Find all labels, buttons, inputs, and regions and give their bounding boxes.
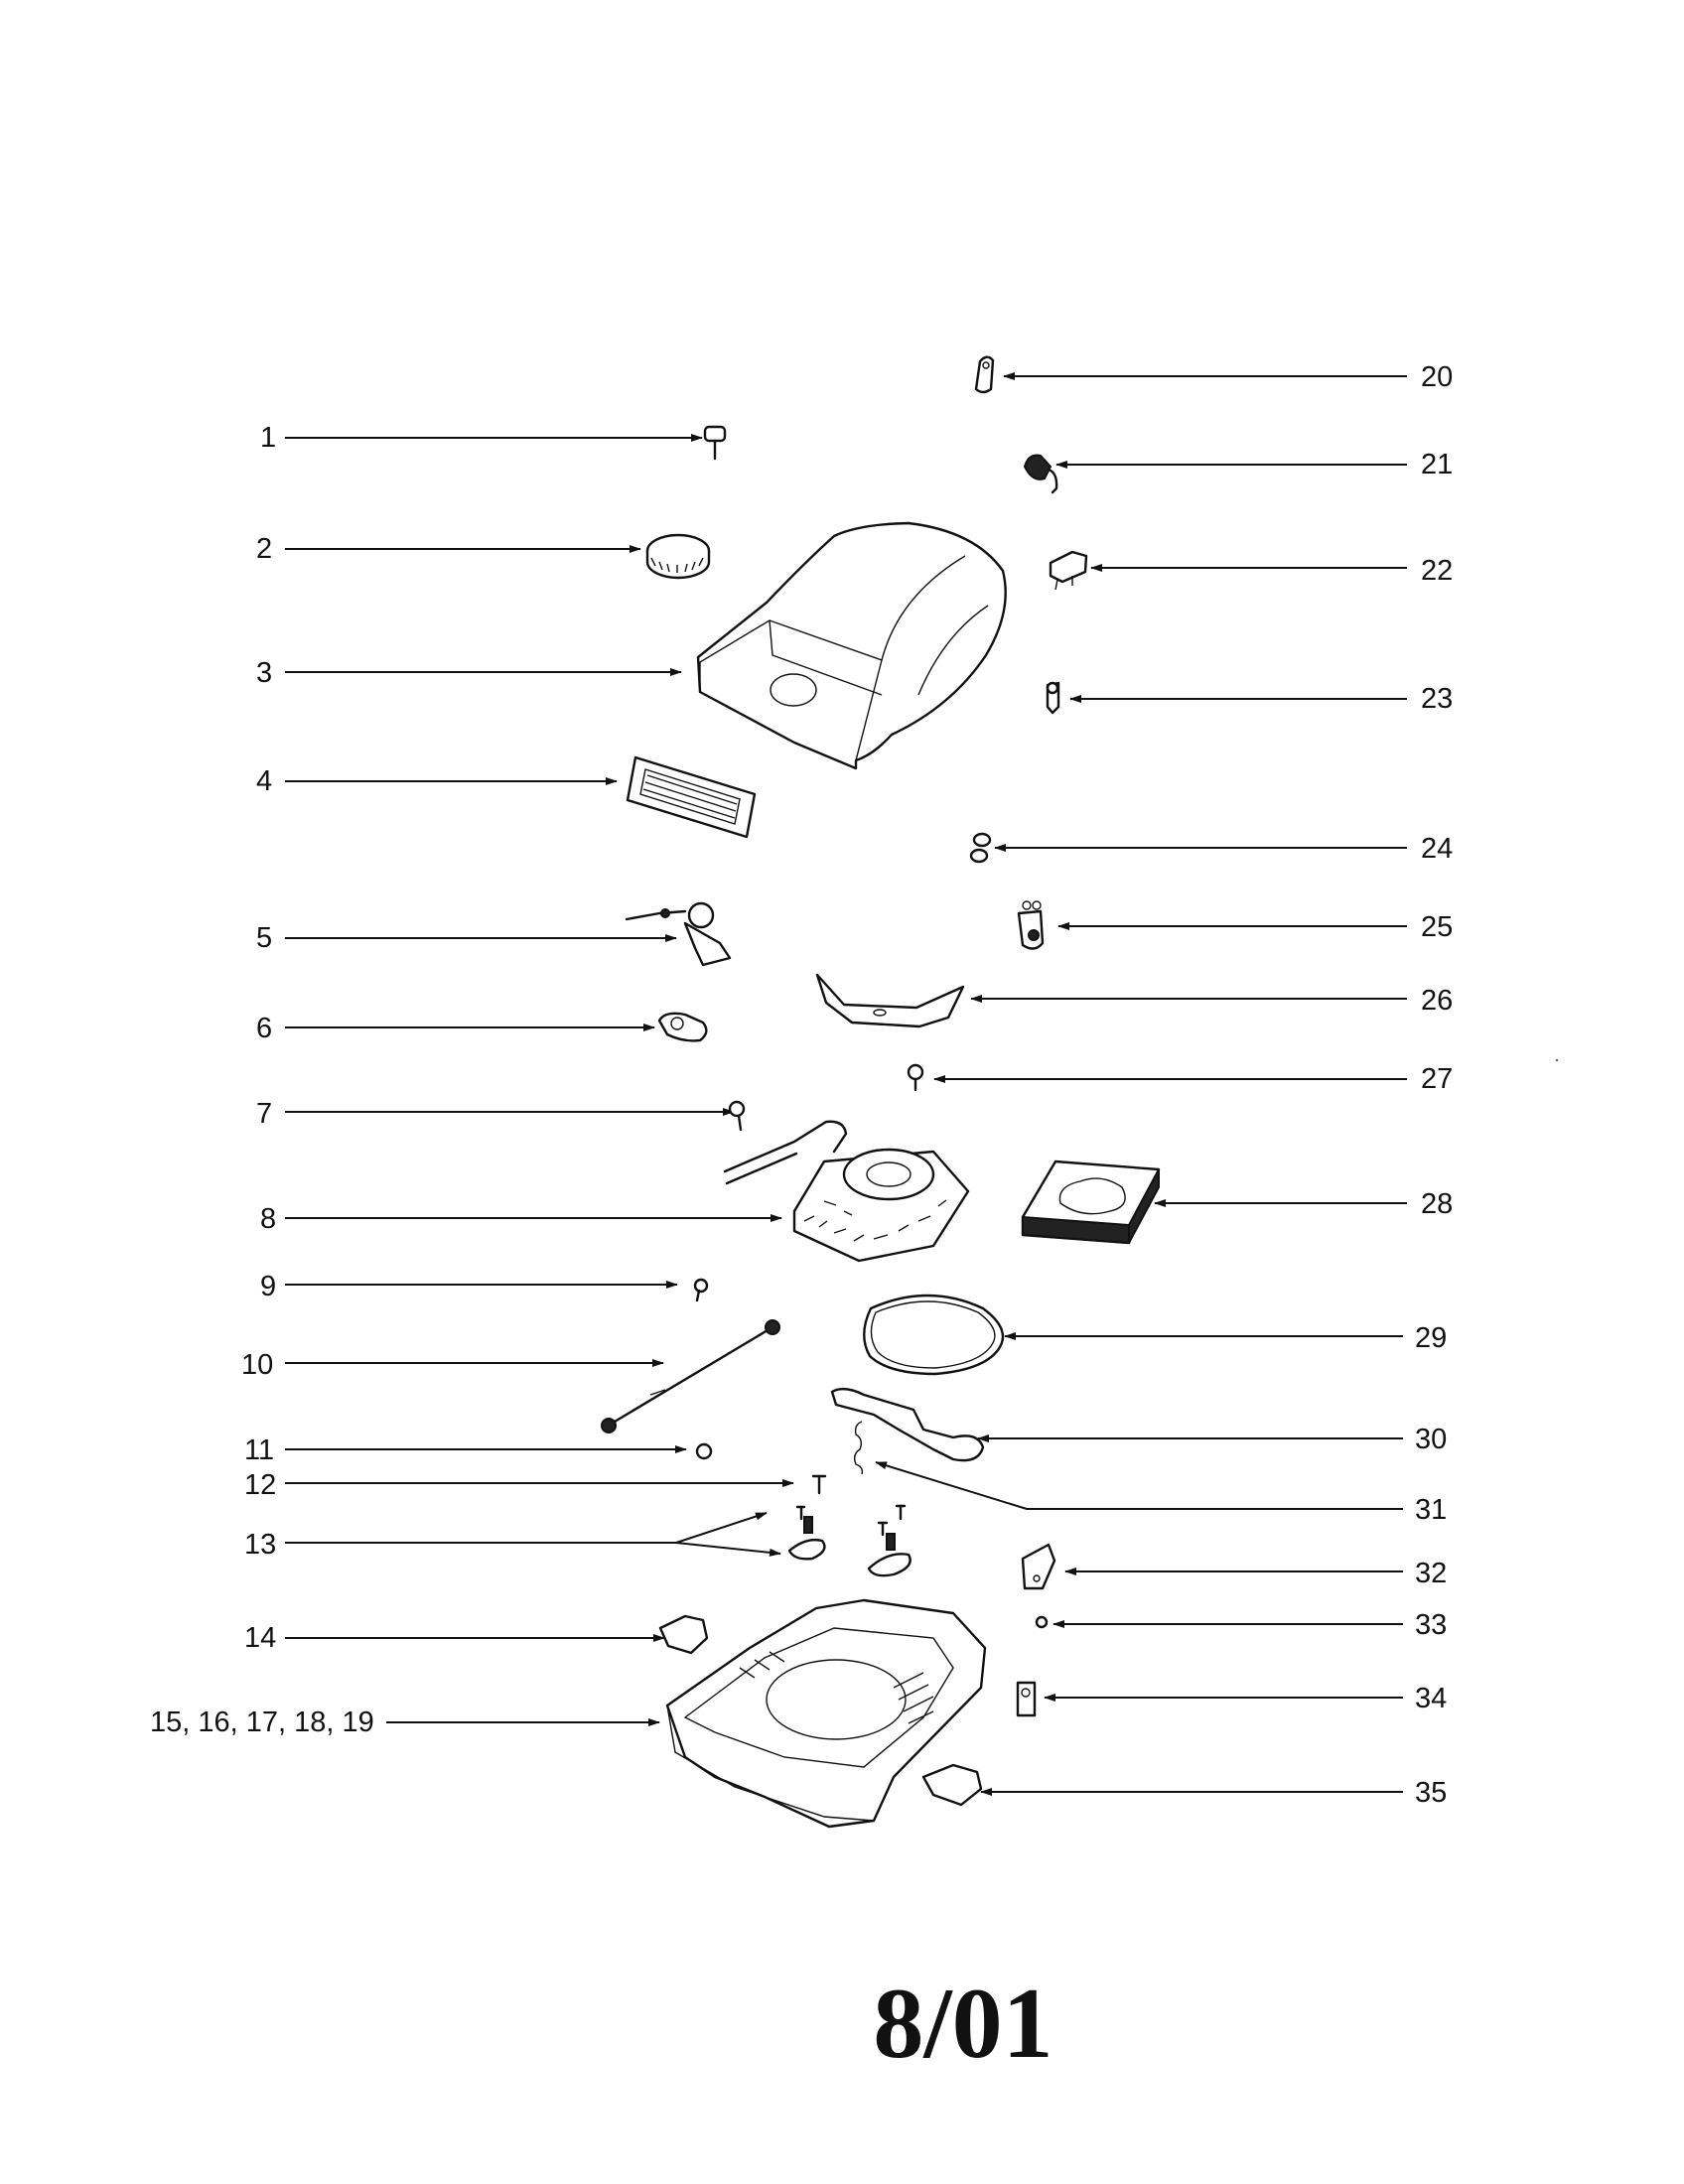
callout-35: 35 [1415,1777,1447,1809]
scan-speck [1555,1058,1559,1062]
part-23-bracket [1046,681,1060,715]
callout-6: 6 [256,1013,272,1044]
callout-14: 14 [244,1622,276,1654]
part-14-plate [658,1614,709,1655]
callout-11: 11 [244,1434,274,1466]
callout-5: 5 [256,922,272,954]
part-25-lamp [1017,900,1045,950]
part-6-bushing [657,1012,708,1042]
callout-15-19: 15, 16, 17, 18, 19 [150,1706,374,1738]
part-1-screw [703,425,727,461]
callout-13: 13 [244,1529,276,1561]
callout-20: 20 [1421,361,1453,393]
callout-28: 28 [1421,1188,1453,1220]
part-13-brackets [787,1504,912,1577]
callout-7: 7 [256,1098,272,1130]
part-3-hood-cover [696,521,1007,770]
part-27-screw [907,1063,924,1092]
leader-13b [675,1542,781,1557]
part-15-19-base [665,1598,987,1829]
part-35-foot-plate [921,1763,983,1807]
part-12-screw [811,1474,827,1495]
callout-26: 26 [1421,985,1453,1017]
part-31-spring [853,1421,864,1475]
part-29-belt [863,1294,1005,1376]
part-8-motor-assembly [723,1120,970,1263]
leader-13a [675,1512,768,1544]
callout-12: 12 [244,1469,276,1501]
leader-lines-right [875,372,1407,1796]
callout-labels-right: 20 21 22 23 24 25 26 27 28 29 30 31 32 3… [1415,361,1453,1809]
part-30-lever [830,1387,985,1462]
part-21-light-socket [1023,454,1058,494]
callout-22: 22 [1421,555,1453,587]
callout-4: 4 [256,765,272,797]
part-2-gear-knob [645,533,711,580]
date-code: 8/01 [873,1968,1053,2080]
part-5-switch-assembly [625,901,732,967]
callout-labels-left: 1 2 3 4 5 6 7 8 9 10 11 12 13 14 15, 16,… [150,422,374,1738]
callout-24: 24 [1421,833,1453,865]
callout-9: 9 [260,1271,276,1302]
callout-34: 34 [1415,1683,1447,1714]
part-20-clip [974,355,995,394]
parts [601,355,1161,1829]
part-33-nut [1035,1615,1049,1629]
part-4-grille [626,755,757,839]
callout-21: 21 [1421,449,1453,480]
part-7-screw [728,1100,746,1132]
part-32-bracket [1021,1543,1056,1590]
part-22-switch-button [1049,550,1088,591]
callout-2: 2 [256,533,272,565]
callout-32: 32 [1415,1558,1447,1589]
callout-31: 31 [1415,1494,1447,1526]
part-34-hinge-plate [1016,1681,1037,1717]
callout-29: 29 [1415,1322,1447,1354]
part-9-screw [693,1278,709,1302]
callout-1: 1 [260,422,276,454]
leader-31 [875,1461,1403,1510]
part-24-caps [969,832,992,864]
callout-27: 27 [1421,1063,1453,1095]
leader-lines-left [285,434,794,1726]
part-11-nut [695,1442,713,1460]
callout-33: 33 [1415,1609,1447,1641]
callout-8: 8 [260,1203,276,1235]
callout-23: 23 [1421,683,1453,715]
callout-10: 10 [241,1349,273,1381]
part-10-rod [601,1319,780,1433]
callout-25: 25 [1421,911,1453,943]
part-28-filter [1021,1160,1161,1245]
callout-30: 30 [1415,1424,1447,1455]
part-26-lens [815,973,965,1028]
callout-3: 3 [256,657,272,689]
